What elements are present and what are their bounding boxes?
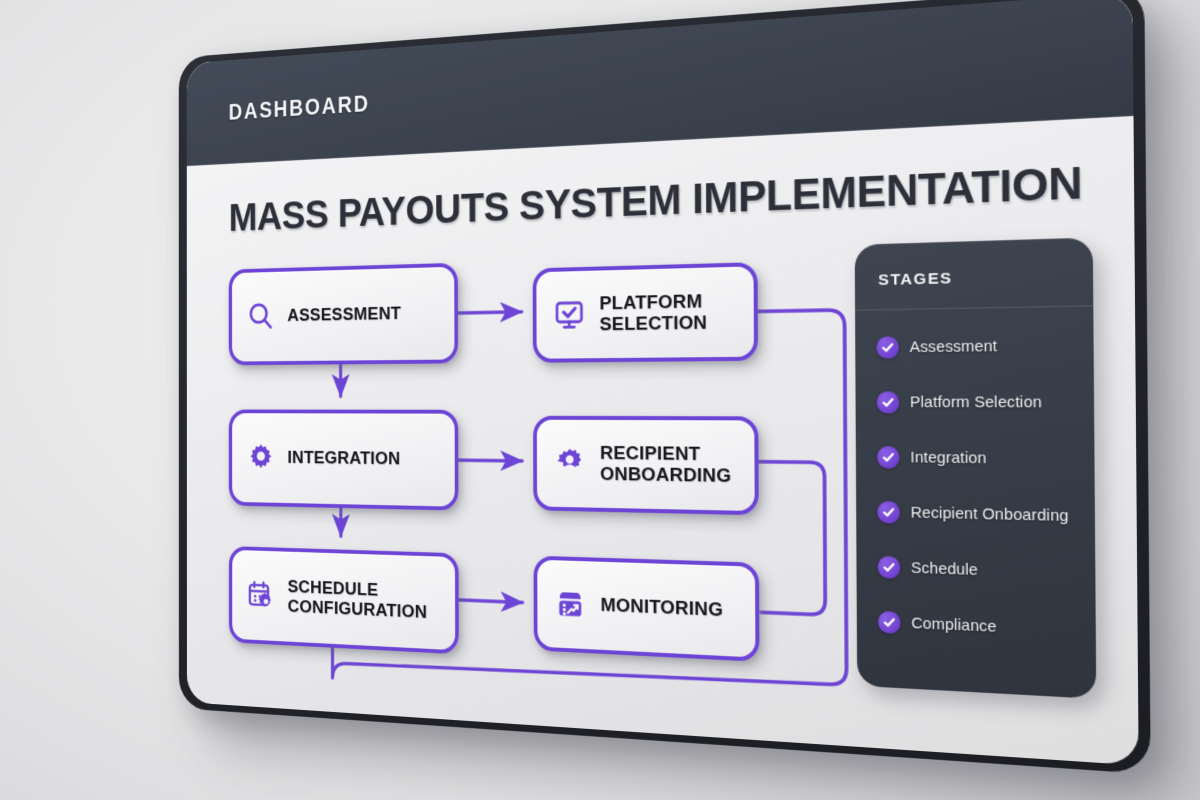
flow-node-label: ASSESSMENT	[287, 303, 402, 326]
dashboard-board: DASHBOARD MASS PAYOUTS SYSTEM IMPLEMENTA…	[187, 0, 1139, 766]
monitor-check-icon	[551, 296, 587, 334]
check-circle-icon	[877, 501, 900, 524]
user-badge-icon	[552, 444, 588, 482]
header-label: DASHBOARD	[228, 91, 370, 125]
stage-item-platform-selection[interactable]: Platform Selection	[876, 384, 1095, 420]
check-circle-icon	[876, 391, 900, 414]
stage-item-label: Platform Selection	[909, 393, 1043, 412]
flow-node-label: INTEGRATION	[287, 448, 401, 470]
flow-node-assessment[interactable]: ASSESSMENT	[228, 262, 459, 366]
page-title: MASS PAYOUTS SYSTEM IMPLEMENTATION	[228, 156, 1083, 240]
magnifier-icon	[245, 299, 276, 335]
stage-item-schedule[interactable]: Schedule	[877, 550, 1096, 592]
flow-node-monitoring[interactable]: MONITORING	[533, 555, 760, 662]
stage-item-assessment[interactable]: Assessment	[876, 327, 1093, 365]
check-circle-icon	[876, 336, 899, 359]
analytics-box-icon	[552, 585, 588, 624]
calendar-gear-icon	[245, 577, 276, 614]
stage-item-label: Recipient Onboarding	[910, 504, 1069, 525]
stages-list: Assessment Platform Selection	[876, 327, 1096, 670]
flow-node-integration[interactable]: INTEGRATION	[228, 409, 459, 511]
gear-icon	[245, 440, 276, 476]
stage-item-recipient-onboarding[interactable]: Recipient Onboarding	[877, 495, 1095, 535]
stage-item-label: Schedule	[910, 559, 979, 579]
stage-item-integration[interactable]: Integration	[877, 440, 1095, 478]
stages-divider	[855, 305, 1094, 311]
stage-item-label: Compliance	[911, 614, 997, 636]
stage-item-compliance[interactable]: Compliance	[877, 604, 1096, 649]
check-circle-icon	[877, 555, 901, 579]
stages-panel: STAGES Assessment	[854, 237, 1097, 699]
check-circle-icon	[877, 446, 900, 469]
stages-panel-title: STAGES	[878, 269, 953, 290]
flow-node-label: MONITORING	[600, 595, 724, 622]
dashboard-panel: DASHBOARD MASS PAYOUTS SYSTEM IMPLEMENTA…	[187, 0, 1139, 766]
stage-item-label: Integration	[910, 449, 987, 467]
stage-item-label: Assessment	[909, 337, 998, 356]
check-circle-icon	[877, 610, 901, 635]
